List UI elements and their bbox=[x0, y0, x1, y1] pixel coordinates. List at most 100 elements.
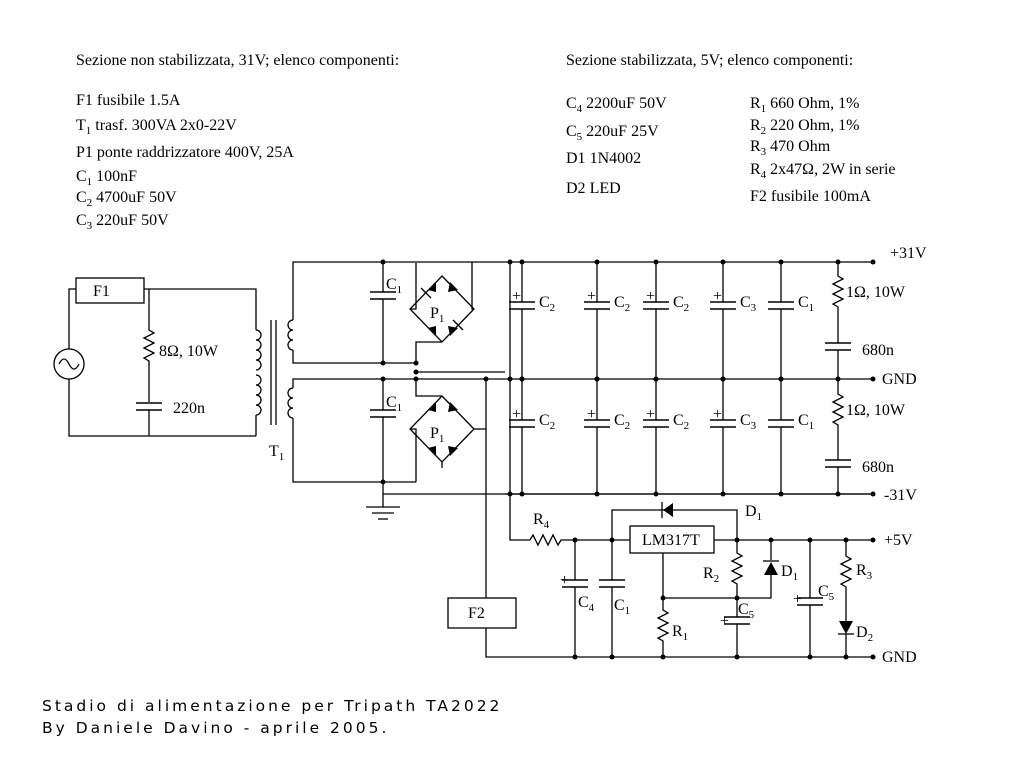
fuse-f2-label: F2 bbox=[468, 605, 485, 622]
upper-bridge-p1: P1 bbox=[409, 262, 475, 363]
regulator-section: R4 LM317T +5V D1 R2 R1 + C5 D1 bbox=[447, 494, 917, 666]
rail-gnd-bottom bbox=[485, 628, 873, 658]
capacitor-plus: + bbox=[587, 288, 596, 305]
upper-c1-label: C1 bbox=[386, 276, 402, 296]
capacitor-plus: + bbox=[646, 406, 655, 423]
capacitor-plus: + bbox=[512, 288, 521, 305]
filter-capacitor: C1 bbox=[768, 376, 814, 497]
capacitor-label: C3 bbox=[740, 412, 757, 432]
fuse-f1-label: F1 bbox=[93, 283, 110, 300]
lower-bleed-resistor-label: 1Ω, 10W bbox=[846, 402, 906, 419]
c4-label: C4 bbox=[578, 594, 595, 614]
output-c5-label: C5 bbox=[818, 583, 835, 603]
sine-wave-icon bbox=[58, 358, 80, 370]
lower-c1-label: C1 bbox=[386, 394, 402, 414]
filter-capacitor: + C3 bbox=[710, 376, 757, 497]
part-t1: T1 trasf. 300VA 2x0-22V bbox=[76, 117, 237, 137]
resistor-r2 bbox=[730, 540, 744, 598]
resistor-r2-label: R2 bbox=[703, 565, 719, 585]
capacitor-plus: + bbox=[587, 406, 596, 423]
regulator-label: LM317T bbox=[642, 532, 700, 549]
resistor-r4-label: R4 bbox=[533, 511, 550, 531]
protection-diode-d1-label: D1 bbox=[745, 503, 762, 523]
part-r1: R1 660 Ohm, 1% bbox=[750, 95, 860, 115]
diode-d1-label: D1 bbox=[781, 563, 798, 583]
capacitor-label: C3 bbox=[740, 294, 757, 314]
part-f2: F2 fusibile 100mA bbox=[750, 188, 871, 205]
snubber-resistor-label: 8Ω, 10W bbox=[159, 343, 219, 360]
capacitor-label: C2 bbox=[673, 294, 689, 314]
part-r4: R4 2x47Ω, 2W in serie bbox=[750, 161, 896, 181]
part-r3: R3 470 Ohm bbox=[750, 138, 831, 158]
unstabilized-section-header: Sezione non stabilizzata, 31V; elenco co… bbox=[76, 52, 399, 69]
capacitor-plus: + bbox=[512, 406, 521, 423]
led-d2-label: D2 bbox=[856, 624, 873, 644]
filter-capacitor: + C3 bbox=[710, 259, 757, 382]
capacitor-label: C2 bbox=[539, 412, 555, 432]
capacitor-label: C1 bbox=[798, 294, 814, 314]
led-d2 bbox=[839, 621, 853, 634]
input-c1-label: C1 bbox=[614, 597, 630, 617]
part-c2: C2 4700uF 50V bbox=[76, 189, 177, 209]
main-rails: +31V GND -31V bbox=[416, 245, 927, 504]
part-c4: C4 2200uF 50V bbox=[566, 95, 667, 115]
part-f1: F1 fusibile 1.5A bbox=[76, 92, 181, 109]
fuse-f2 bbox=[447, 597, 517, 629]
part-c3: C3 220uF 50V bbox=[76, 212, 169, 232]
primary-circuit: F1 8Ω, 10W 220n bbox=[53, 277, 257, 437]
rail-gnd-label: GND bbox=[882, 371, 917, 388]
part-d2: D2 LED bbox=[566, 180, 621, 197]
lower-bridge-p1: P1 bbox=[409, 379, 486, 482]
snubber-capacitor-label: 220n bbox=[173, 400, 205, 417]
transformer-t1: T1 bbox=[255, 319, 294, 463]
rectifier-section: C1 C1 P1 bbox=[292, 259, 873, 520]
resistor-r3 bbox=[839, 540, 853, 621]
rail-gnd-bottom-label: GND bbox=[882, 649, 917, 666]
capacitor-label: C2 bbox=[539, 294, 555, 314]
caption-title: Stadio di alimentazione per Tripath TA20… bbox=[42, 697, 502, 715]
c5-label: C5 bbox=[738, 601, 755, 621]
lower-bridge-label: P1 bbox=[430, 425, 444, 445]
filter-capacitor: + C2 bbox=[509, 259, 555, 382]
out-cap-plus: + bbox=[793, 591, 802, 608]
filter-capacitor: + C2 bbox=[643, 259, 689, 382]
part-c5: C5 220uF 25V bbox=[566, 123, 659, 143]
filter-capacitor: +C2 bbox=[643, 376, 689, 497]
filter-capacitor: + C2 bbox=[509, 376, 555, 497]
parts-list-stabilized-capacitors: C4 2200uF 50V C5 220uF 25V D1 1N4002 D2 … bbox=[566, 95, 667, 197]
rail-pos5-label: +5V bbox=[884, 532, 913, 549]
part-r2: R2 220 Ohm, 1% bbox=[750, 117, 860, 137]
rail-neg31-label: -31V bbox=[884, 487, 917, 504]
regulator-lm317t bbox=[629, 525, 715, 554]
parts-list-unstabilized: F1 fusibile 1.5A T1 trasf. 300VA 2x0-22V… bbox=[76, 92, 294, 232]
capacitor-label: C2 bbox=[614, 294, 630, 314]
protection-diode-d1 bbox=[663, 503, 673, 517]
filter-capacitor: + C2 bbox=[584, 259, 630, 382]
bleeder-network: 1Ω, 10W 680n 1Ω, 10W 680n bbox=[825, 259, 906, 497]
c4-plus: + bbox=[560, 572, 569, 589]
lower-bleed-capacitor-label: 680n bbox=[862, 459, 894, 476]
capacitor-label: C1 bbox=[798, 412, 814, 432]
part-c1: C1 100nF bbox=[76, 168, 137, 188]
fuse-f1 bbox=[75, 277, 145, 304]
upper-bridge-label: P1 bbox=[430, 305, 444, 325]
upper-bleed-resistor-label: 1Ω, 10W bbox=[846, 284, 906, 301]
filter-capacitor: + C2 bbox=[584, 376, 630, 497]
resistor-r3-label: R3 bbox=[856, 562, 873, 582]
capacitor-plus: + bbox=[713, 406, 722, 423]
c5-plus: + bbox=[720, 613, 729, 630]
capacitor-plus: + bbox=[646, 288, 655, 305]
filter-capacitor: C1 bbox=[768, 259, 814, 382]
resistor-r4 bbox=[529, 533, 630, 547]
snubber-resistor bbox=[142, 289, 156, 402]
part-d1: D1 1N4002 bbox=[566, 150, 641, 167]
rail-pos31-label: +31V bbox=[890, 245, 927, 262]
parts-list-stabilized-resistors: R1 660 Ohm, 1% R2 220 Ohm, 1% R3 470 Ohm… bbox=[750, 95, 896, 205]
part-p1: P1 ponte raddrizzatore 400V, 25A bbox=[76, 144, 294, 161]
transformer-t1-label: T1 bbox=[269, 443, 284, 463]
upper-bleed-capacitor-label: 680n bbox=[862, 342, 894, 359]
capacitor-label: C2 bbox=[614, 412, 630, 432]
capacitor-plus: + bbox=[713, 288, 722, 305]
